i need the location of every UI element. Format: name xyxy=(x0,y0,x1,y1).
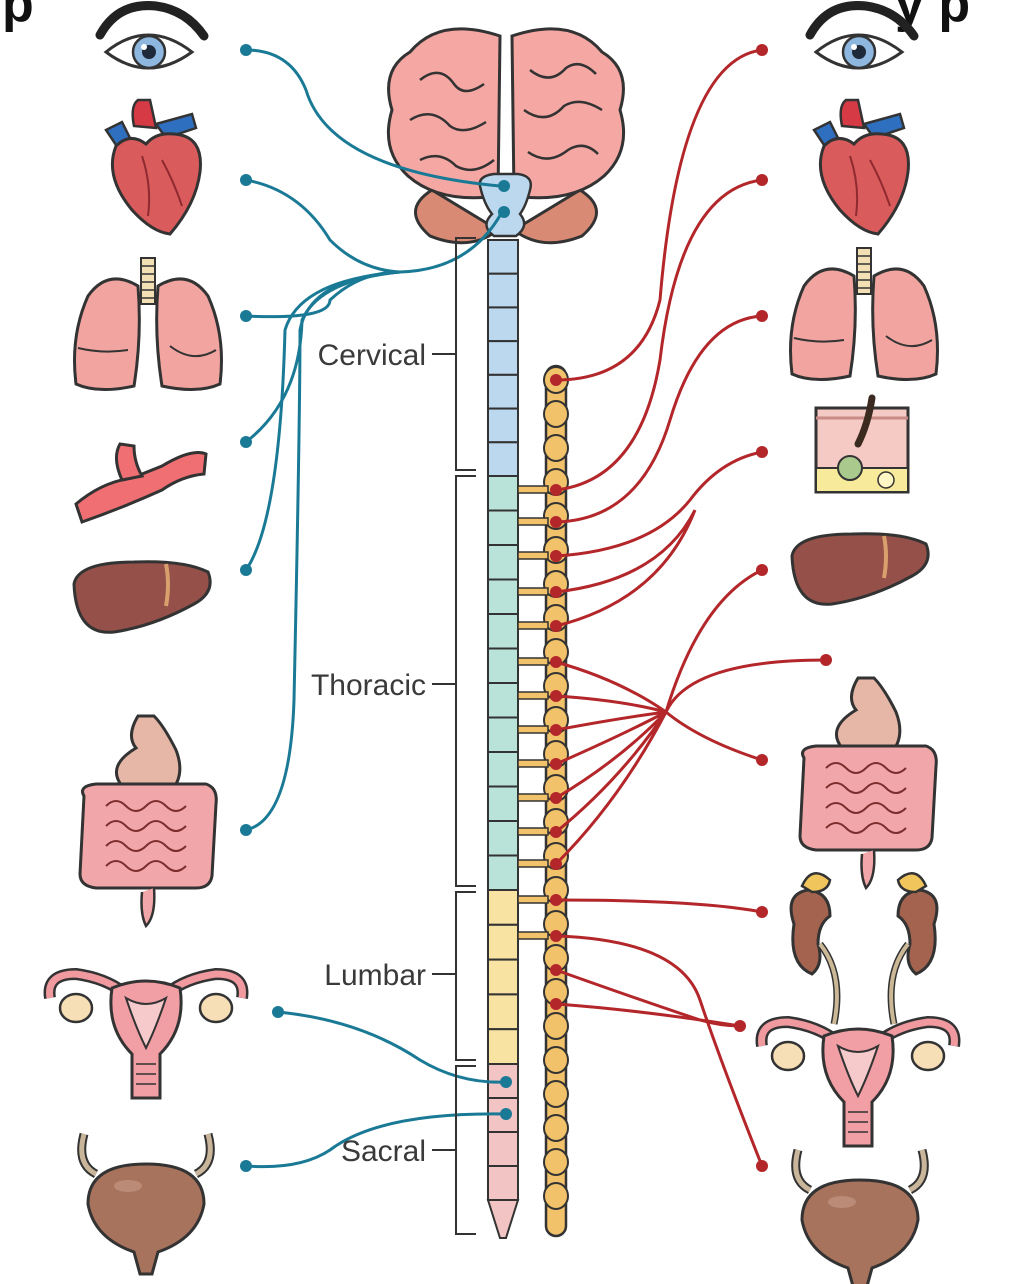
vertebral-segment-thoracic xyxy=(487,682,519,719)
ramus-connector xyxy=(517,621,549,630)
parasympathetic-nerves xyxy=(244,48,507,1169)
left-organ-uterus xyxy=(50,974,243,1098)
ganglion-node xyxy=(543,1080,569,1108)
ganglion-node xyxy=(543,1114,569,1142)
vertebral-segment-cervical xyxy=(487,272,519,309)
vertebral-segment-lumbar xyxy=(487,923,519,961)
ramus-connector xyxy=(517,793,549,802)
vertebral-segment-sacral xyxy=(487,1131,519,1167)
ganglion-node xyxy=(543,1046,569,1074)
left-organ-eye xyxy=(100,6,204,68)
vertebral-segment-lumbar xyxy=(487,993,519,1031)
vertebral-segment-thoracic xyxy=(487,475,519,512)
left-organ-blood-vessel xyxy=(74,442,208,524)
ganglion-node xyxy=(543,400,569,428)
vertebral-segment-thoracic xyxy=(487,751,519,788)
ganglion-node xyxy=(543,1148,569,1176)
vertebral-segment-cervical xyxy=(487,239,519,275)
segment-label-thoracic: Thoracic xyxy=(311,669,426,702)
left-organ-heart xyxy=(104,98,202,236)
segment-label-cervical: Cervical xyxy=(318,339,426,372)
ramus-connector xyxy=(517,517,549,526)
vertebral-segment-cervical xyxy=(487,441,519,477)
vertebral-segment-thoracic xyxy=(487,509,519,546)
ganglion-node xyxy=(543,434,569,462)
vertebral-segment-cervical xyxy=(487,306,519,343)
right-organ-eye xyxy=(810,6,914,68)
brain xyxy=(386,27,626,245)
vertebral-segment-cervical xyxy=(487,407,519,444)
ramus-connector xyxy=(517,551,549,560)
right-organ-heart xyxy=(812,98,910,236)
vertebral-segment-thoracic xyxy=(487,716,519,753)
spinal-cord-tail xyxy=(486,1199,520,1239)
vertebral-segment-thoracic xyxy=(487,578,519,615)
vertebral-segment-cervical xyxy=(487,340,519,376)
segment-brackets xyxy=(432,237,476,1235)
sympathetic-endpoints xyxy=(734,44,832,1172)
vertebral-segment-lumbar xyxy=(487,958,519,996)
right-organ-uterus xyxy=(762,1022,955,1146)
right-organ-skin xyxy=(816,398,908,492)
ramus-connector xyxy=(517,931,549,940)
sympathetic-nerves xyxy=(554,48,827,1167)
vertebral-segment-sacral xyxy=(487,1165,519,1201)
vertebral-segment-thoracic xyxy=(487,647,519,684)
ramus-connector xyxy=(517,587,549,596)
left-organ-digestive xyxy=(78,714,218,928)
right-organ-kidneys xyxy=(791,873,937,1024)
vertebral-segment-cervical xyxy=(487,373,519,410)
vertebral-segment-thoracic xyxy=(487,820,519,857)
right-organ-liver xyxy=(790,531,931,607)
vertebral-segment-thoracic xyxy=(487,613,519,650)
ramus-connector xyxy=(517,485,549,494)
right-organ-bladder xyxy=(796,1150,925,1284)
ramus-connector xyxy=(517,657,549,666)
right-organ-lungs xyxy=(789,246,939,382)
vertebral-segment-thoracic xyxy=(487,785,519,822)
left-organ-lungs xyxy=(73,256,223,392)
right-organ-digestive xyxy=(798,676,938,890)
ganglion-node xyxy=(543,1012,569,1040)
segment-label-lumbar: Lumbar xyxy=(324,959,426,992)
left-organ-liver xyxy=(72,559,213,635)
ramus-connector xyxy=(517,725,549,734)
parasympathetic-endpoints xyxy=(240,44,512,1172)
vertebral-segment-lumbar xyxy=(487,1028,519,1065)
ramus-connector xyxy=(517,895,549,904)
title-fragment-left: p xyxy=(2,0,34,33)
sympathetic-ganglion-chain xyxy=(517,364,569,1238)
vertebral-segment-thoracic xyxy=(487,544,519,581)
ganglion-node xyxy=(543,1182,569,1210)
ramus-connector xyxy=(517,759,549,768)
vertebral-segment-lumbar xyxy=(487,889,519,926)
spinal-cord xyxy=(486,239,520,1239)
ramus-connector xyxy=(517,827,549,836)
vertebral-segment-thoracic xyxy=(487,854,519,891)
ramus-connector xyxy=(517,859,549,868)
segment-label-sacral: Sacral xyxy=(341,1135,426,1168)
ramus-connector xyxy=(517,691,549,700)
left-organ-bladder xyxy=(82,1134,211,1274)
